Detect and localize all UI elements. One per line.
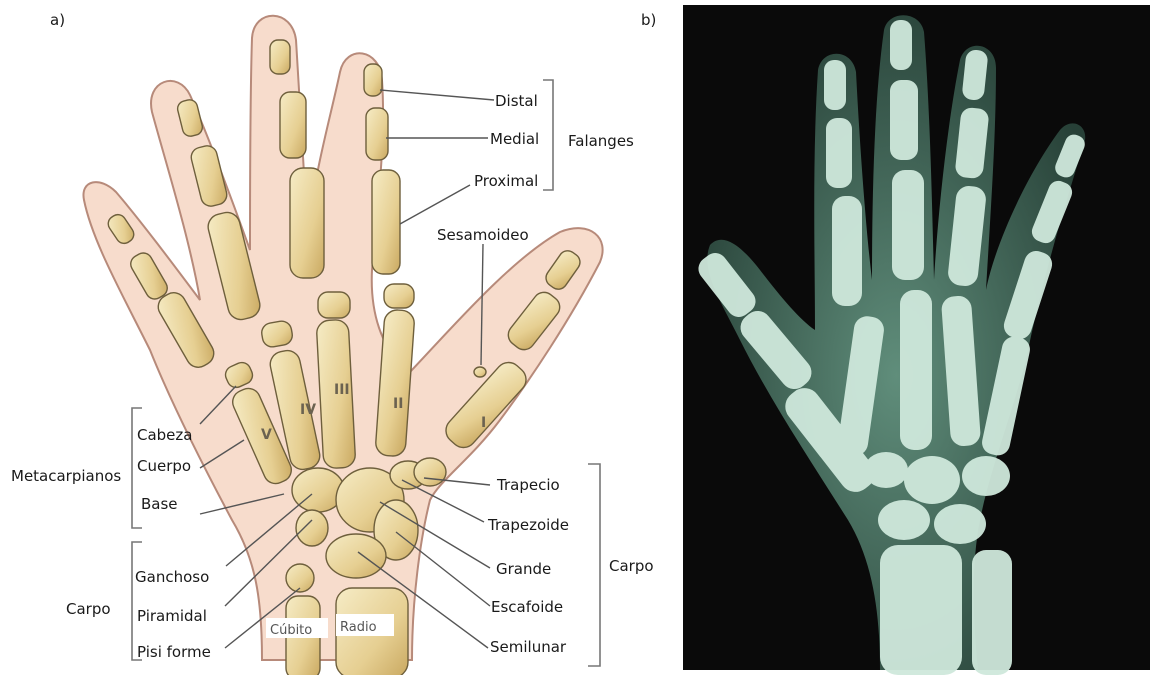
label-carpo-right: Carpo xyxy=(609,557,654,575)
label-pisiforme: Pisi forme xyxy=(137,643,211,661)
label-cubito: Cúbito xyxy=(270,623,312,638)
label-escafoide: Escafoide xyxy=(491,598,563,616)
label-base: Base xyxy=(141,495,178,513)
panel-b-label: b) xyxy=(641,11,656,29)
metacarpal-numeral-iv: IV xyxy=(300,402,316,418)
label-medial: Medial xyxy=(490,130,539,148)
label-trapezoide: Trapezoide xyxy=(487,516,569,534)
panel-a-illustration: a) xyxy=(11,11,654,675)
label-cabeza: Cabeza xyxy=(137,426,192,444)
metacarpal-numeral-v: V xyxy=(261,427,272,443)
label-proximal: Proximal xyxy=(474,172,538,190)
label-sesamoideo: Sesamoideo xyxy=(437,226,529,244)
sesamoid-bone xyxy=(474,367,486,377)
label-distal: Distal xyxy=(495,92,538,110)
label-ganchoso: Ganchoso xyxy=(135,568,209,586)
label-cuerpo: Cuerpo xyxy=(137,457,191,475)
metacarpal-numeral-i: I xyxy=(481,415,486,431)
label-piramidal: Piramidal xyxy=(137,607,207,625)
metacarpal-numeral-ii: II xyxy=(393,396,403,412)
label-carpo-left: Carpo xyxy=(66,600,111,618)
metacarpal-numeral-iii: III xyxy=(334,382,350,398)
label-radio: Radio xyxy=(340,620,377,635)
label-semilunar: Semilunar xyxy=(490,638,567,656)
label-falanges: Falanges xyxy=(568,132,634,150)
carpo-right-bracket xyxy=(588,464,600,666)
panel-a-label: a) xyxy=(50,11,65,29)
label-grande: Grande xyxy=(496,560,551,578)
falanges-bracket xyxy=(543,80,553,190)
panel-b-xray: b) xyxy=(641,5,1150,675)
label-trapecio: Trapecio xyxy=(496,476,560,494)
label-metacarpianos: Metacarpianos xyxy=(11,467,121,485)
